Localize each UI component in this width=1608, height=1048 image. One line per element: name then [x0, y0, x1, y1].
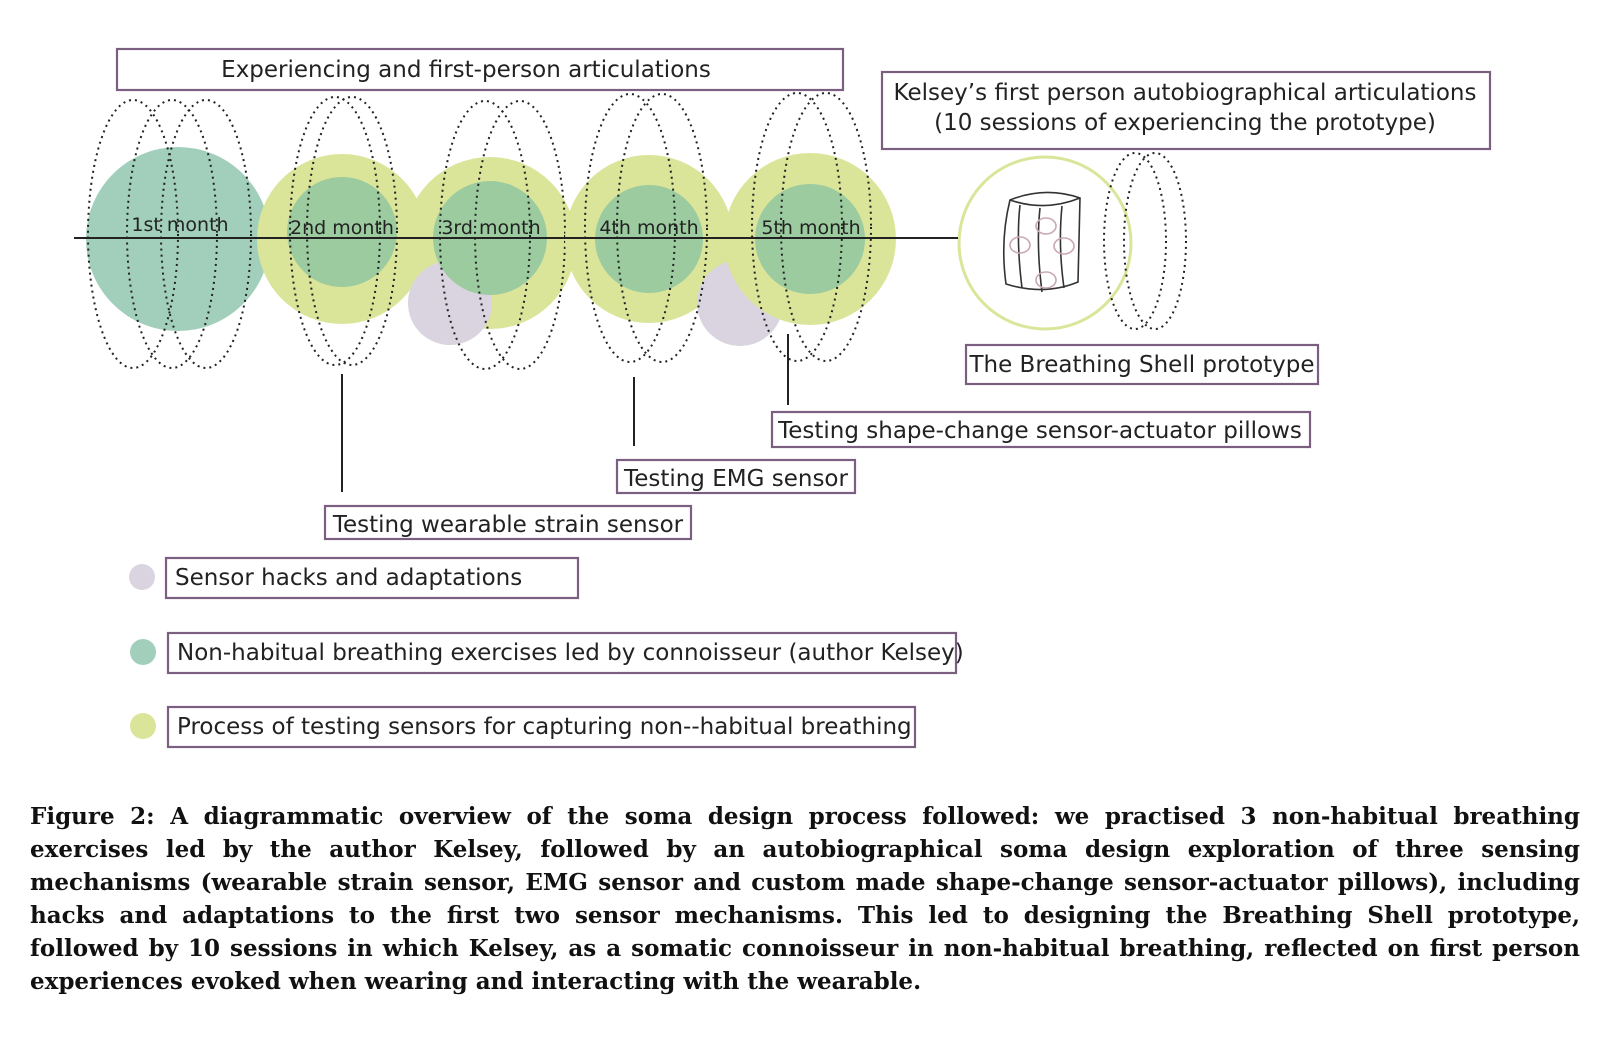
emg-label: Testing EMG sensor [623, 466, 848, 492]
prototype-outline-circle [957, 155, 1133, 331]
strain-label: Testing wearable strain sensor [332, 512, 684, 538]
pillows-label: Testing shape-change sensor-actuator pil… [777, 418, 1302, 444]
teal-inner-circle [287, 177, 397, 287]
dotted-ellipse [160, 99, 252, 369]
dotted-ellipse [289, 96, 381, 366]
dotted-ellipse [87, 99, 179, 369]
legend-item-exercises: Non-habitual breathing exercises led by … [130, 631, 964, 675]
prototype-label-box: The Breathing Shell prototype [964, 343, 1320, 386]
kelsey-label-box: Kelsey’s first person autobiographical a… [880, 70, 1492, 151]
dotted-ellipse [584, 93, 676, 363]
month-label-4: 4th month [599, 217, 698, 239]
legend: Sensor hacks and adaptations Non-habitua… [129, 556, 964, 749]
dotted-ellipse [474, 100, 566, 370]
month-label-2: 2nd month [290, 217, 394, 239]
diagram-svg: Experiencing and first-person articulati… [74, 47, 1492, 749]
dotted-ellipse [306, 96, 398, 366]
top-label-box: Experiencing and first-person articulati… [115, 47, 845, 92]
diagram: Experiencing and first-person articulati… [74, 47, 1492, 749]
legend-label-hacks: Sensor hacks and adaptations [175, 565, 522, 591]
month-label-1: 1st month [131, 214, 228, 236]
dotted-ellipse [1103, 152, 1167, 330]
legend-item-hacks: Sensor hacks and adaptations [129, 556, 580, 600]
breathing-shell-icon [1002, 191, 1081, 293]
kelsey-label-line1: Kelsey’s first person autobiographical a… [894, 80, 1477, 106]
month-label-3: 3rd month [441, 217, 540, 239]
pillows-label-box: Testing shape-change sensor-actuator pil… [770, 410, 1312, 449]
dotted-ellipse [126, 99, 218, 369]
prototype-group [957, 152, 1187, 331]
legend-swatch-lime [130, 713, 156, 739]
emg-label-box: Testing EMG sensor [615, 458, 857, 495]
kelsey-label-line2: (10 sessions of experiencing the prototy… [934, 110, 1436, 136]
dotted-ellipse [751, 92, 843, 362]
dotted-ellipse [616, 93, 708, 363]
figure-caption: Figure 2: A diagrammatic overview of the… [30, 803, 1580, 995]
legend-swatch-teal [130, 639, 156, 665]
legend-item-testing: Process of testing sensors for capturing… [130, 705, 917, 749]
dotted-ellipse [780, 92, 872, 362]
dotted-ellipse [1123, 152, 1187, 330]
strain-label-box: Testing wearable strain sensor [323, 504, 693, 541]
legend-label-testing: Process of testing sensors for capturing… [177, 714, 912, 740]
prototype-label: The Breathing Shell prototype [968, 352, 1314, 378]
legend-swatch-lavender [129, 564, 155, 590]
month-label-5: 5th month [761, 217, 860, 239]
legend-label-exercises: Non-habitual breathing exercises led by … [177, 640, 964, 666]
top-label: Experiencing and first-person articulati… [221, 57, 711, 83]
dotted-ellipse [439, 100, 531, 370]
